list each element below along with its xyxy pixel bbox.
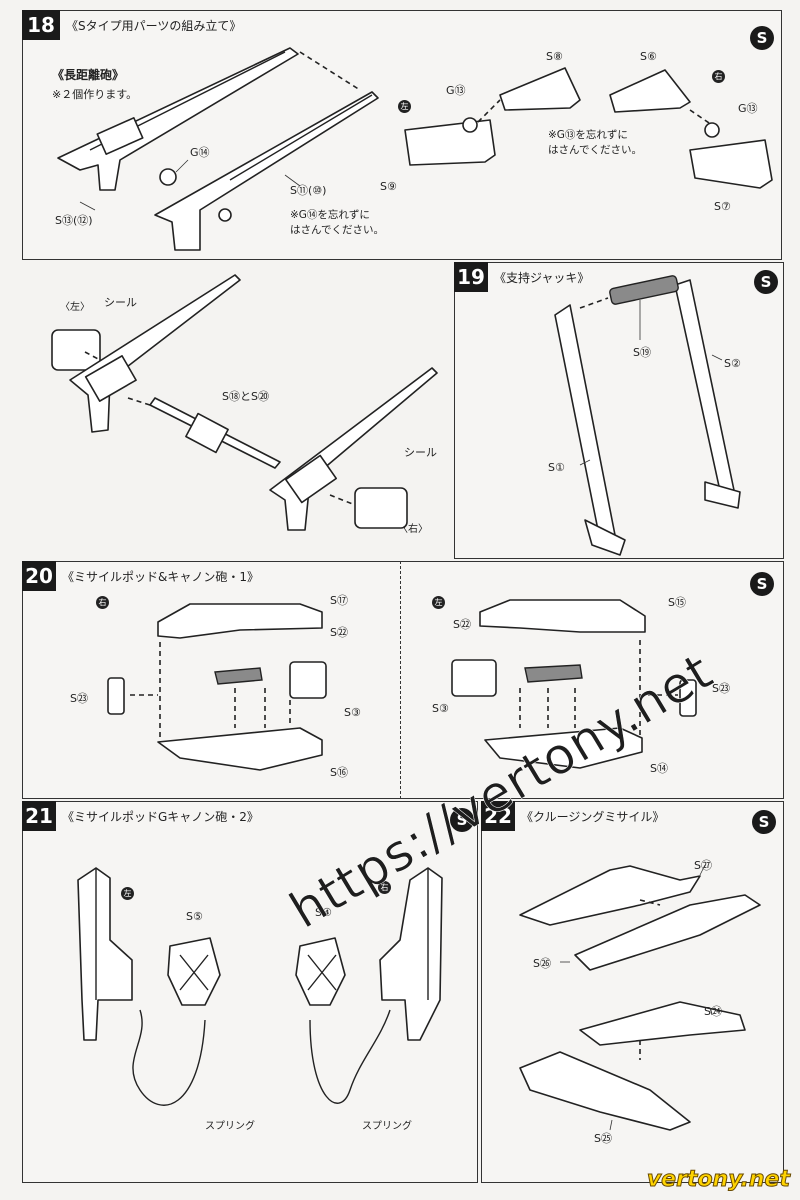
g13-label-left: G⑬ <box>446 84 466 97</box>
s22-label-b: S㉒ <box>453 618 471 631</box>
s15-label: S⑮ <box>668 596 686 609</box>
left-cannon-assembly <box>51 274 241 433</box>
support-jack-s1 <box>554 304 626 556</box>
step-20-title: 《ミサイルポッド&キャノン砲・1》 <box>62 570 259 584</box>
s19-rod <box>609 275 679 305</box>
right-missile-pod <box>451 599 697 769</box>
s6-label: S⑥ <box>640 50 657 63</box>
g13-reminder-note: ※G⑬を忘れずに はさんでください。 <box>548 129 642 156</box>
g13-label-right: G⑬ <box>738 102 758 115</box>
s22-label-a: S㉒ <box>330 626 348 639</box>
s16-label: S⑯ <box>330 766 348 779</box>
step-20-panel <box>22 561 784 799</box>
s4-label: S④ <box>315 906 332 919</box>
s25-label: S㉕ <box>594 1132 612 1145</box>
s23-label-b: S㉓ <box>712 682 730 695</box>
g14-label: G⑭ <box>190 146 210 159</box>
s7-label: S⑦ <box>714 200 731 213</box>
s11-barrel-part <box>154 91 379 251</box>
s21-right-mark: 右 <box>378 881 391 894</box>
s5-pod-cap <box>167 937 221 1006</box>
s14-label: S⑭ <box>650 762 668 775</box>
s6-s7-joint-right <box>609 69 773 189</box>
right-side-mark: 右 <box>712 70 725 83</box>
step-22-s-badge: S <box>752 810 776 834</box>
cruise-missile-bottom <box>519 1001 746 1131</box>
right-label: 〈右〉 <box>398 524 428 535</box>
s20-left-mark: 左 <box>432 596 445 609</box>
step-22-number: 22 <box>481 801 515 831</box>
seal-label-2: シール <box>404 446 437 459</box>
s23-label-a: S㉓ <box>70 692 88 705</box>
step-20-divider <box>400 561 401 799</box>
corner-watermark: vertony.net <box>646 1167 790 1193</box>
left-label: 〈左〉 <box>60 302 90 313</box>
left-side-mark: 左 <box>398 100 411 113</box>
step-19-number: 19 <box>454 262 488 292</box>
step-20-number: 20 <box>22 561 56 591</box>
g14-part <box>159 168 177 186</box>
s2-label: S② <box>724 357 741 370</box>
s20-right-mark: 右 <box>96 596 109 609</box>
support-jack-s2 <box>674 279 741 509</box>
step-18-number: 18 <box>22 10 60 40</box>
step-21-number: 21 <box>22 801 56 831</box>
s18-s20-shaft <box>127 397 281 469</box>
spring-label-a: スプリング <box>205 1121 255 1132</box>
g14-reminder-note: ※G⑭を忘れずに はさんでください。 <box>290 209 384 236</box>
step-19-title: 《支持ジャッキ》 <box>494 271 590 285</box>
s8-s9-joint-left <box>404 67 581 166</box>
s26-label: S㉖ <box>533 957 551 970</box>
step-18-s-badge: S <box>750 26 774 50</box>
step-19-s-badge: S <box>754 270 778 294</box>
make-two-note: ※２個作ります。 <box>52 88 138 101</box>
right-cannon-assembly <box>269 367 438 531</box>
s3-label-b: S③ <box>432 702 449 715</box>
step-20-s-badge: S <box>750 572 774 596</box>
right-cannon-pod <box>309 867 443 1104</box>
s4-pod-cap <box>295 937 346 1006</box>
step-21-s-badge: S <box>450 808 474 832</box>
s17-label: S⑰ <box>330 594 348 607</box>
left-cannon-pod <box>77 867 206 1106</box>
s5-label: S⑤ <box>186 910 203 923</box>
step-22-title: 《クルージングミサイル》 <box>521 810 665 824</box>
s27-label: S㉗ <box>694 859 712 872</box>
step-19-panel <box>454 262 784 559</box>
s1-label: S① <box>548 461 565 474</box>
step-18-title: 《Sタイプ用パーツの組み立て》 <box>66 19 242 33</box>
long-range-cannon-title: 《長距離砲》 <box>52 68 125 82</box>
s3-label-a: S③ <box>344 706 361 719</box>
s13-12-label: S⑬(⑫) <box>55 214 93 227</box>
step-21-title: 《ミサイルポッドGキャノン砲・2》 <box>62 810 259 824</box>
s18-s20-label: S⑱とS⑳ <box>222 390 269 403</box>
spring-label-b: スプリング <box>362 1121 412 1132</box>
left-missile-pod <box>107 603 327 771</box>
s24-label: S㉔ <box>704 1005 722 1018</box>
cruise-missile-top <box>519 865 761 971</box>
s9-label: S⑨ <box>380 180 397 193</box>
s13-cannon-part <box>57 47 299 191</box>
s8-label: S⑧ <box>546 50 563 63</box>
s11-10-label: S⑪(⑩) <box>290 184 327 197</box>
s21-left-mark: 左 <box>121 887 134 900</box>
seal-label-1: シール <box>104 296 137 309</box>
s19-label: S⑲ <box>633 346 651 359</box>
